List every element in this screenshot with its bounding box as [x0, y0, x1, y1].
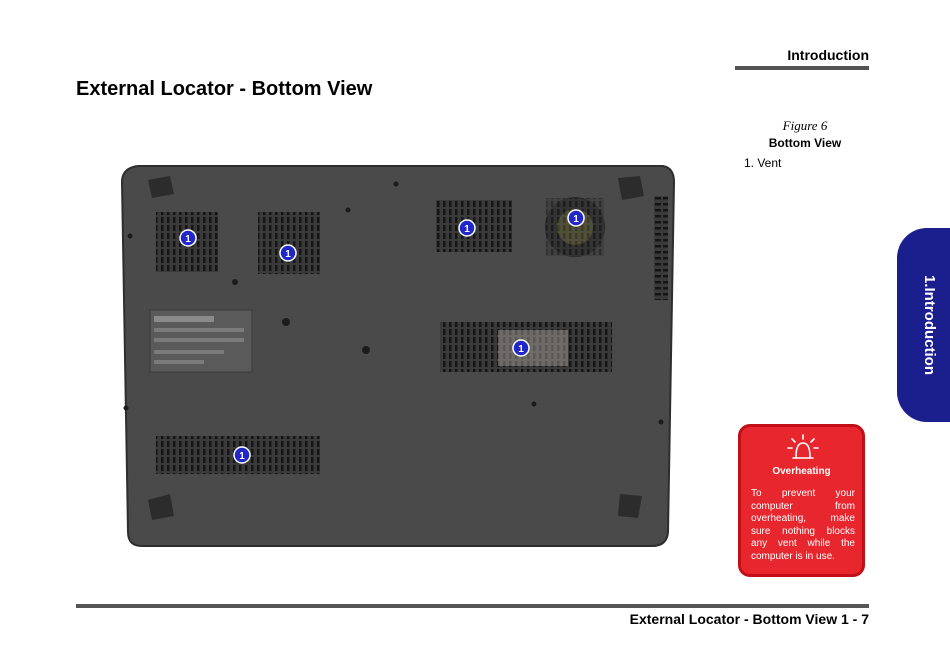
callout-list: 1. Vent: [744, 156, 781, 170]
overheating-alarm-icon: [787, 434, 819, 459]
side-tab-label: 1.Introduction: [921, 275, 938, 375]
header-rule: [735, 66, 869, 70]
svg-text:1: 1: [464, 224, 470, 235]
svg-text:1: 1: [185, 234, 191, 245]
svg-text:1: 1: [518, 344, 524, 355]
warning-title: Overheating: [772, 466, 831, 477]
figure-name: Bottom View: [768, 136, 842, 150]
page-title: External Locator - Bottom View: [76, 78, 373, 100]
laptop-bottom-photo: 1 1 1 1 1 1: [118, 160, 678, 550]
callout-item-vent: 1. Vent: [744, 156, 782, 170]
laptop-bottom-illustration: 1 1 1 1 1 1: [120, 165, 676, 547]
header-section-title: Introduction: [787, 47, 869, 63]
svg-text:1: 1: [285, 249, 291, 260]
svg-text:1: 1: [573, 214, 579, 225]
figure-number: Figure 6: [782, 118, 828, 133]
vent-marker-1: 1: [179, 229, 197, 247]
figure-caption: Figure 6 Bottom View: [730, 118, 880, 150]
vent-marker-5: 1: [512, 339, 530, 357]
vent-marker-3: 1: [458, 219, 476, 237]
overheating-warning-box: Overheating To prevent your computer fro…: [738, 424, 865, 577]
footer-text: External Locator - Bottom View 1 - 7: [629, 611, 869, 627]
vent-marker-2: 1: [279, 244, 297, 262]
footer-rule: [76, 604, 869, 608]
vent-marker-6: 1: [233, 446, 251, 464]
vent-marker-4: 1: [567, 209, 585, 227]
svg-text:1: 1: [239, 451, 245, 462]
side-tab[interactable]: [897, 228, 950, 422]
warning-text: To prevent your computer from overheatin…: [751, 488, 855, 562]
